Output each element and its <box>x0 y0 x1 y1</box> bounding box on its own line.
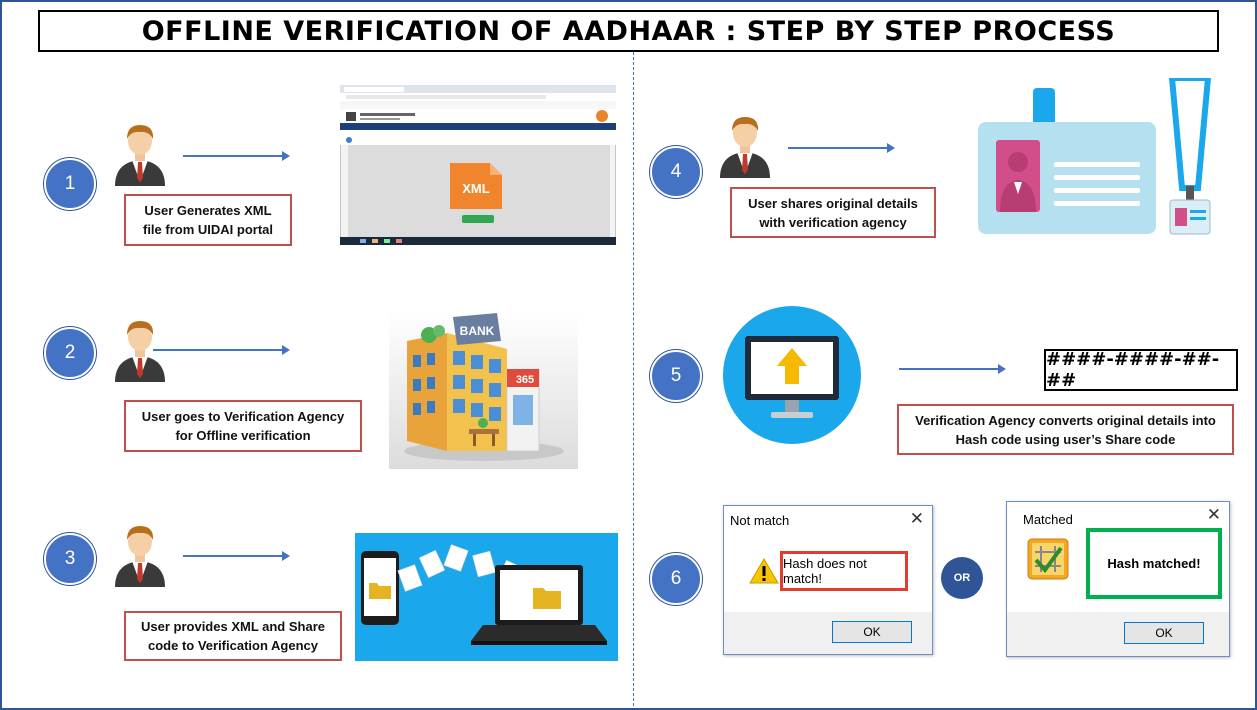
step-5-number: 5 <box>650 350 702 402</box>
step-5-arrow <box>899 364 1006 374</box>
dialog-title: Not match <box>730 513 790 528</box>
step-2-number: 2 <box>44 327 96 379</box>
column-divider <box>633 52 634 706</box>
bank-building-icon: BANK 365 <box>389 311 578 469</box>
dialog-title: Matched <box>1023 512 1073 527</box>
or-badge: OR <box>941 557 983 599</box>
user-icon <box>720 117 770 178</box>
file-transfer-illustration <box>355 533 618 661</box>
step-1-caption: User Generates XML file from UIDAI porta… <box>124 194 292 246</box>
not-match-message: Hash does not match! <box>780 551 908 591</box>
bank-sign-label: BANK <box>460 324 495 338</box>
check-badge-icon <box>1027 538 1069 580</box>
step-6-number: 6 <box>650 553 702 605</box>
step-4-number: 4 <box>650 146 702 198</box>
step-4-caption: User shares original details with verifi… <box>730 187 936 238</box>
monitor-upload-icon <box>723 306 861 444</box>
hash-code-box: ####-####-##-## <box>1044 349 1238 391</box>
step-3-arrow <box>183 551 290 561</box>
close-icon[interactable]: ✕ <box>1206 505 1221 524</box>
uidai-portal-screenshot: XML <box>340 85 616 245</box>
user-icon <box>115 526 165 587</box>
matched-dialog: Matched ✕ Hash matched! OK <box>1006 501 1230 657</box>
step-3-number: 3 <box>44 533 96 585</box>
id-card-icon <box>978 78 1212 235</box>
ok-button[interactable]: OK <box>1124 622 1204 644</box>
step-2-arrow <box>153 345 290 355</box>
step-3-caption: User provides XML and Share code to Veri… <box>124 611 342 661</box>
not-match-dialog: Not match ✕ Hash does not match! OK <box>723 505 933 655</box>
step-1-arrow <box>183 151 290 161</box>
step-5-caption: Verification Agency converts original de… <box>897 404 1234 455</box>
store-sign-label: 365 <box>516 374 534 386</box>
page-title: OFFLINE VERIFICATION OF AADHAAR : STEP B… <box>141 15 1116 47</box>
step-4-arrow <box>788 143 895 153</box>
ok-button[interactable]: OK <box>832 621 912 643</box>
matched-message: Hash matched! <box>1086 528 1222 599</box>
warning-icon <box>749 558 779 584</box>
xml-file-label: XML <box>462 181 490 196</box>
user-icon <box>115 125 165 186</box>
close-icon[interactable]: ✕ <box>909 509 924 528</box>
user-icon <box>115 321 165 382</box>
title-box: OFFLINE VERIFICATION OF AADHAAR : STEP B… <box>38 10 1219 52</box>
step-2-caption: User goes to Verification Agency for Off… <box>124 400 362 452</box>
step-1-number: 1 <box>44 158 96 210</box>
